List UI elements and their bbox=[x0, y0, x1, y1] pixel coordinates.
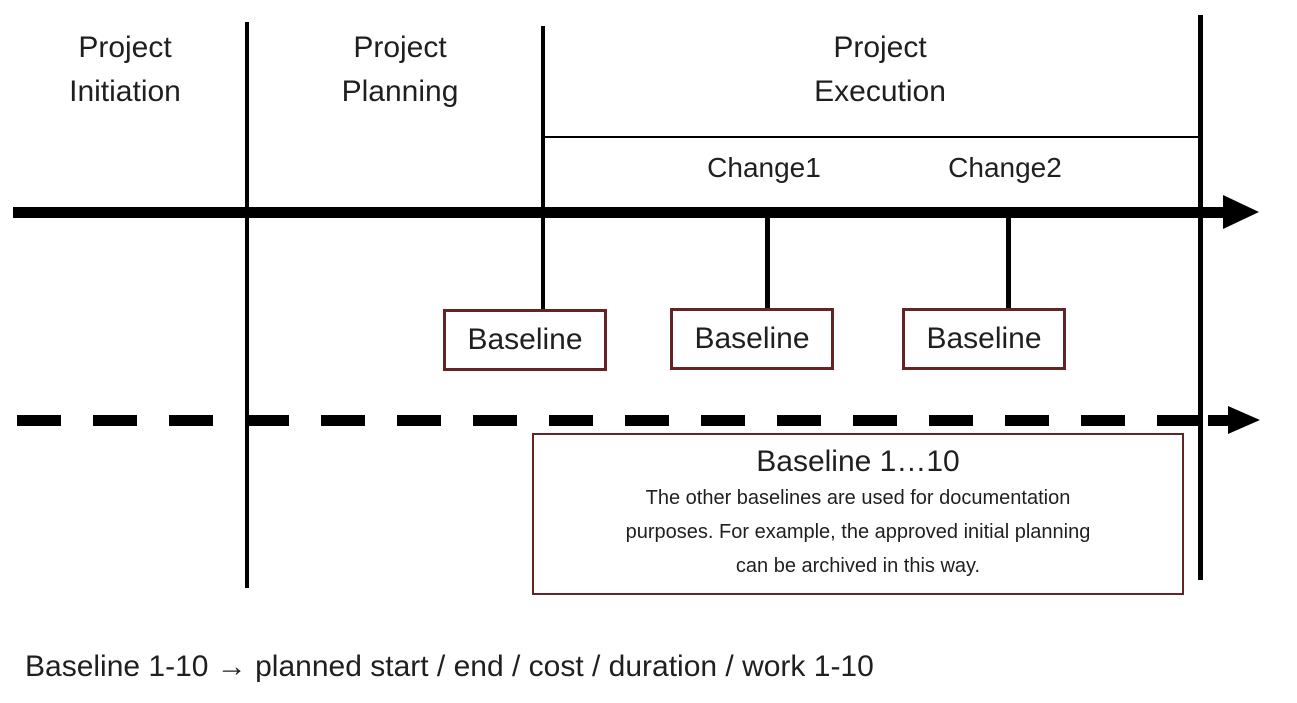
timeline-dashed-line bbox=[17, 415, 1205, 426]
timeline-arrowhead-icon bbox=[1223, 195, 1259, 229]
baseline-box-1-label: Baseline bbox=[467, 323, 583, 356]
change1-connector-line bbox=[765, 213, 770, 309]
baseline-box-3: Baseline bbox=[902, 308, 1066, 370]
project-end-line bbox=[1198, 15, 1203, 580]
baseline-box-1: Baseline bbox=[443, 309, 607, 371]
phase-label-project-execution: Project Execution bbox=[814, 31, 946, 108]
phase-divider-initiation-planning bbox=[245, 22, 249, 588]
baseline-info-body: The other baselines are used for documen… bbox=[625, 487, 1091, 577]
baseline-box-2-label: Baseline bbox=[694, 322, 810, 355]
baseline-definition-caption: Baseline 1-10 → planned start / end / co… bbox=[25, 650, 874, 683]
baseline-info-box: Baseline 1…10 The other baselines are us… bbox=[532, 433, 1184, 595]
baseline-box-3-label: Baseline bbox=[926, 322, 1042, 355]
phase-label-project-initiation: Project Initiation bbox=[69, 31, 181, 108]
change2-connector-line bbox=[1006, 213, 1011, 309]
baseline-box-2: Baseline bbox=[670, 308, 834, 370]
dashed-timeline-arrowhead-icon bbox=[1228, 406, 1260, 434]
change1-label: Change1 bbox=[707, 152, 821, 183]
execution-bracket-line bbox=[543, 136, 1200, 138]
change2-label: Change2 bbox=[948, 152, 1062, 183]
phase-divider-planning-execution bbox=[541, 26, 545, 310]
timeline-solid-line bbox=[13, 207, 1225, 218]
phase-label-project-planning: Project Planning bbox=[341, 31, 459, 108]
baseline-info-title: Baseline 1…10 bbox=[756, 445, 960, 478]
dashed-line-stub bbox=[1208, 415, 1228, 426]
